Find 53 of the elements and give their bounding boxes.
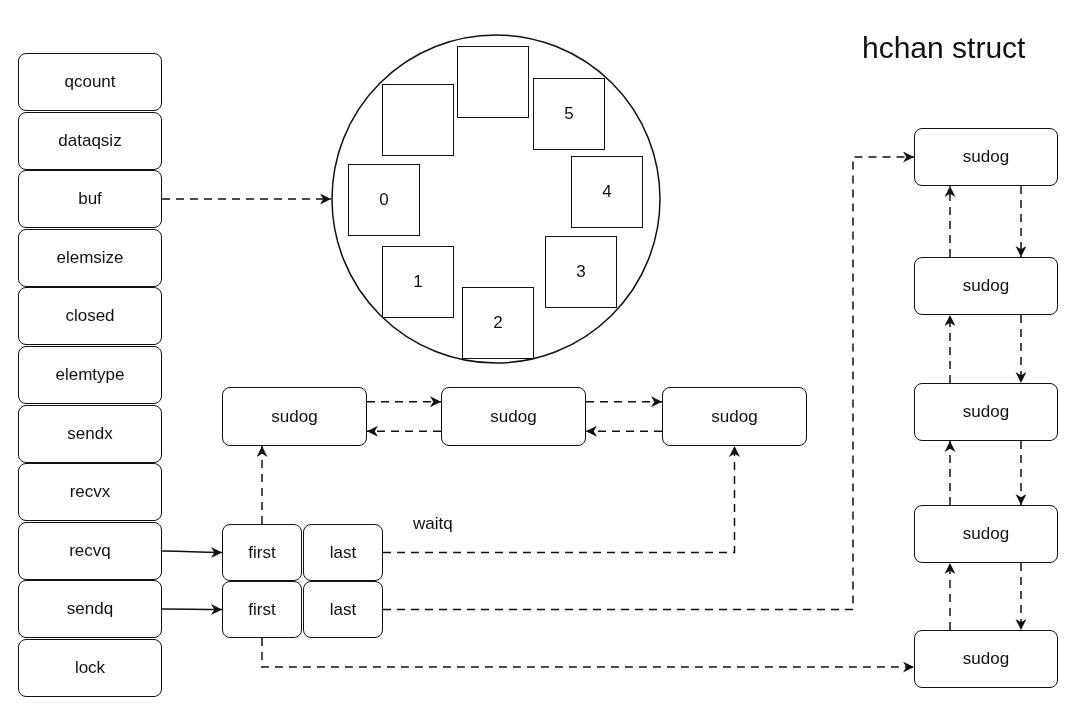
buffer-slot-box: 0 — [348, 164, 420, 236]
dashed-arrow — [161, 193, 332, 205]
sudog-box: sudog — [662, 387, 807, 446]
struct-field-box: closed — [18, 287, 162, 345]
buffer-slot-box — [382, 84, 454, 156]
dashed-arrow — [944, 562, 956, 631]
sudog-box: sudog — [914, 257, 1058, 315]
dashed-arrow — [1015, 314, 1027, 384]
struct-field-box: dataqsiz — [18, 112, 162, 170]
struct-field-box: elemtype — [18, 346, 162, 404]
sudog-box: sudog — [441, 387, 586, 446]
struct-field-box: elemsize — [18, 229, 162, 287]
dashed-arrow — [944, 314, 956, 384]
ring-buffer-circle — [331, 34, 661, 364]
dashed-arrow — [382, 445, 740, 554]
sudog-box: sudog — [222, 387, 367, 446]
struct-field-box: sendx — [18, 405, 162, 463]
buffer-slot-box: 1 — [382, 246, 454, 318]
queue-pointer-box: last — [303, 524, 383, 581]
buffer-slot-box: 5 — [533, 78, 605, 150]
dashed-arrow — [366, 425, 442, 437]
struct-field-box: lock — [18, 639, 162, 697]
struct-type-label: waitq — [413, 514, 453, 534]
sudog-box: sudog — [914, 630, 1058, 688]
dashed-arrow — [256, 445, 268, 525]
dashed-arrow — [585, 396, 663, 408]
buffer-slot-box: 4 — [571, 156, 643, 228]
dashed-arrow — [382, 151, 915, 611]
queue-pointer-box: last — [303, 581, 383, 638]
dashed-arrow — [261, 637, 915, 673]
buffer-slot-box: 2 — [462, 287, 534, 359]
dashed-arrow — [1015, 562, 1027, 631]
arrow — [161, 546, 223, 558]
sudog-box: sudog — [914, 383, 1058, 441]
struct-field-box: sendq — [18, 580, 162, 638]
arrow — [161, 604, 223, 615]
queue-pointer-box: first — [222, 581, 302, 638]
dashed-arrow — [1015, 440, 1027, 506]
dashed-arrow — [944, 185, 956, 258]
struct-field-box: recvx — [18, 463, 162, 521]
struct-field-box: buf — [18, 170, 162, 228]
dashed-arrow — [366, 396, 442, 408]
struct-field-box: qcount — [18, 53, 162, 111]
queue-pointer-box: first — [222, 524, 302, 581]
dashed-arrow — [1015, 185, 1027, 258]
sudog-box: sudog — [914, 128, 1058, 186]
dashed-arrow — [944, 440, 956, 506]
sudog-box: sudog — [914, 505, 1058, 563]
buffer-slot-box: 3 — [545, 236, 617, 308]
struct-field-box: recvq — [18, 522, 162, 580]
buffer-slot-box — [457, 46, 529, 118]
dashed-arrow — [585, 425, 663, 437]
diagram-title: hchan struct — [862, 31, 1026, 65]
